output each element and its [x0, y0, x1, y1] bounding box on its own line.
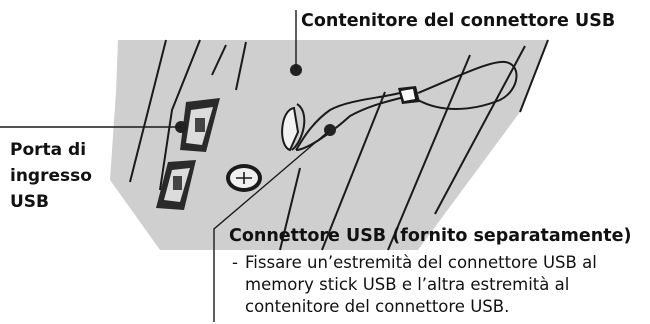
- usb-connector-plug: [398, 86, 420, 104]
- instruction-text: Fissare un’estremità del connettore USB …: [245, 253, 597, 316]
- tv-back-panel: [110, 40, 548, 250]
- usb-instruction: - Fissare un’estremità del connettore US…: [232, 252, 642, 318]
- usb-port-label-line-1: Porta di: [10, 140, 87, 160]
- usb-housing-label: Contenitore del connettore USB: [301, 11, 616, 31]
- usb-connector-cord: [295, 60, 518, 151]
- usb-housing-slot: [281, 103, 306, 152]
- usb-port-label-line-3: USB: [10, 192, 50, 212]
- leader-lines: [0, 10, 331, 322]
- usb-port-lower: [156, 160, 196, 210]
- instruction-bullet: -: [232, 253, 238, 272]
- panel-ridges: [129, 39, 526, 251]
- usb-connector-label: Connettore USB (fornito separatamente): [229, 226, 632, 246]
- usb-port-upper: [180, 98, 220, 152]
- usb-port-label: Porta di ingresso USB: [10, 137, 92, 215]
- usb-connector-cap: [226, 164, 262, 192]
- usb-port-label-line-2: ingresso: [10, 166, 92, 186]
- panel-edge: [519, 39, 549, 113]
